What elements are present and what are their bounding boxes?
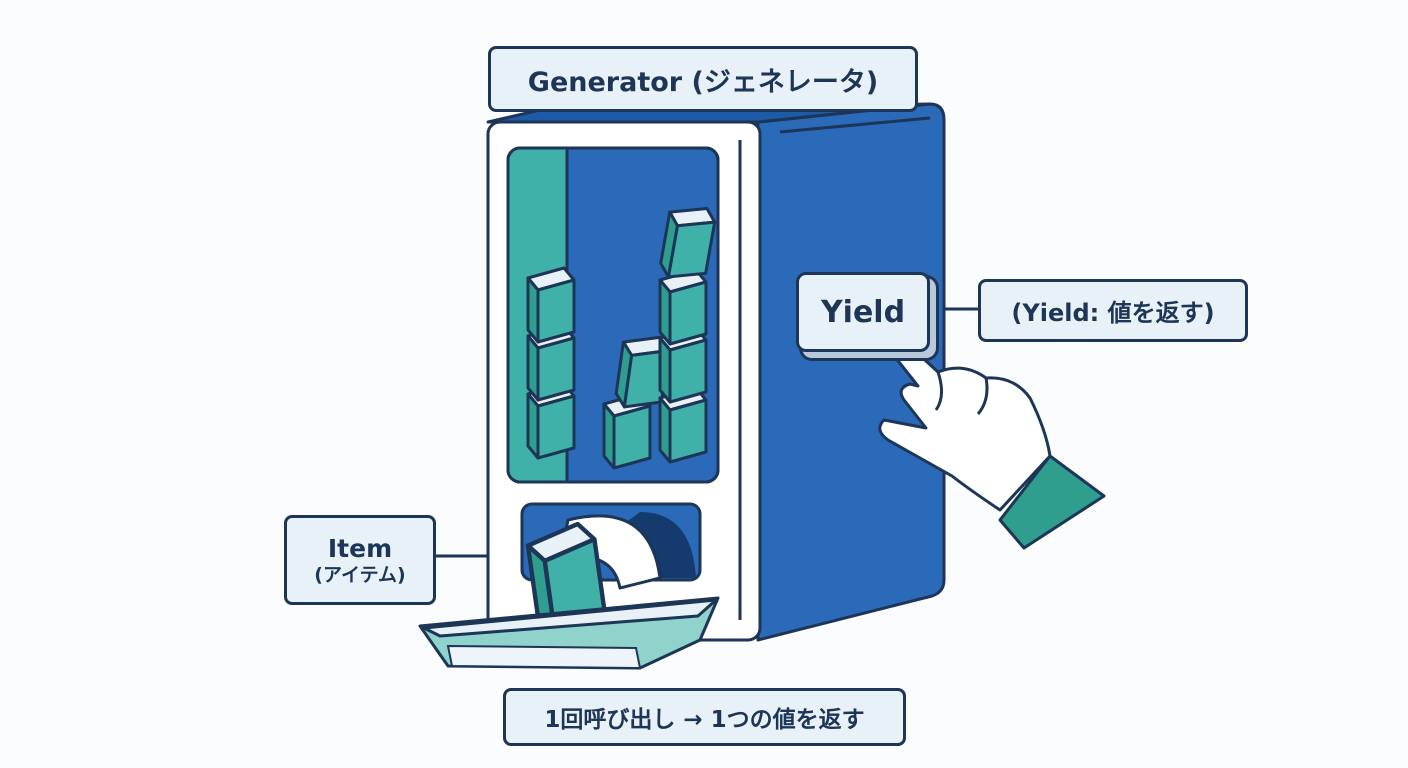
generator-title-label: Generator (ジェネレータ) <box>488 46 918 112</box>
yield-button[interactable]: Yield <box>796 272 930 352</box>
item-label-japanese: (アイテム) <box>314 563 406 586</box>
machine-body-side <box>756 102 946 642</box>
yield-description-label: (Yield: 値を返す) <box>978 279 1248 342</box>
item-label: Item (アイテム) <box>284 515 436 605</box>
item-label-english: Item <box>327 533 393 563</box>
caption-label: 1回呼び出し → 1つの値を返す <box>503 688 906 746</box>
hand-pointer-icon <box>875 324 1106 550</box>
tray-icon <box>418 596 720 670</box>
